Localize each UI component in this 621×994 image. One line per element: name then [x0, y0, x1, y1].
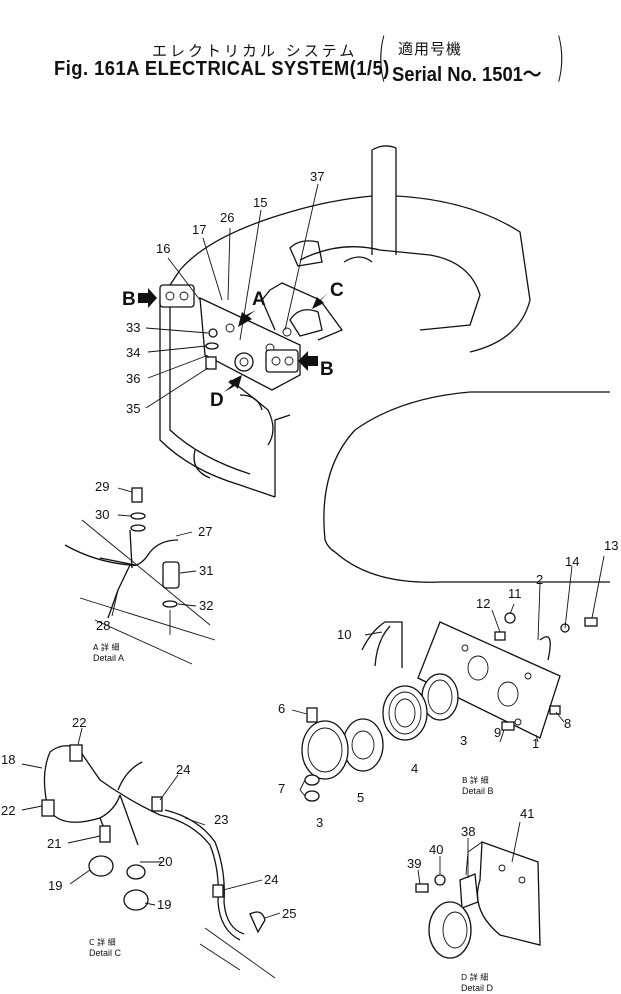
view-marker-b-right: B	[320, 359, 334, 380]
view-marker-a: A	[252, 289, 266, 310]
view-marker-c: C	[330, 280, 344, 301]
callout-22-top: 22	[72, 715, 86, 730]
callout-3-left: 3	[316, 815, 323, 830]
detail-d-label: Detail D	[461, 983, 494, 993]
callout-22-left: 22	[1, 803, 15, 818]
callout-25: 25	[282, 906, 296, 921]
detail-a-drawing	[64, 487, 216, 665]
detail-d-drawing	[415, 821, 541, 959]
view-marker-b-left: B	[122, 289, 136, 310]
callout-41: 41	[520, 806, 534, 821]
callout-20: 20	[158, 854, 172, 869]
callout-17: 17	[192, 222, 206, 237]
callout-36: 36	[126, 371, 140, 386]
callout-19-right: 19	[157, 897, 171, 912]
paren-open-glyph: (	[377, 28, 387, 88]
callout-11: 11	[508, 586, 522, 601]
detail-b-drawing	[291, 555, 605, 802]
callout-38: 38	[461, 824, 475, 839]
callout-37: 37	[310, 169, 324, 184]
callout-1: 1	[532, 736, 539, 751]
callout-16: 16	[156, 241, 170, 256]
machine-main-view	[138, 145, 610, 583]
detail-c-label-jp: C 詳 細	[89, 937, 116, 947]
detail-d-label-jp: D 詳 細	[461, 972, 488, 982]
serial-japanese: 適用号機	[398, 40, 463, 58]
callout-18: 18	[1, 752, 15, 767]
paren-close-glyph: )	[555, 28, 565, 88]
detail-c-drawing	[21, 727, 281, 979]
serial-number-range: Serial No. 1501～	[392, 64, 542, 86]
callout-14: 14	[565, 554, 579, 569]
detail-b-label-jp: B 詳 細	[462, 775, 489, 785]
callout-24-top: 24	[176, 762, 190, 777]
title-japanese: エレクトリカル システム	[152, 42, 358, 60]
callout-4: 4	[411, 761, 418, 776]
callout-24-bottom: 24	[264, 872, 278, 887]
callout-35: 35	[126, 401, 140, 416]
callout-6: 6	[278, 701, 285, 716]
callout-29: 29	[95, 479, 109, 494]
detail-c-label: Detail C	[89, 948, 122, 958]
callout-21: 21	[47, 836, 61, 851]
detail-b-label: Detail B	[462, 786, 494, 796]
callout-39: 39	[407, 856, 421, 871]
view-marker-d: D	[210, 390, 224, 411]
callout-31: 31	[199, 563, 213, 578]
figure-title: Fig. 161A ELECTRICAL SYSTEM(1/5)	[54, 58, 390, 80]
callout-7: 7	[278, 781, 285, 796]
callout-27: 27	[198, 524, 212, 539]
callout-28: 28	[96, 618, 110, 633]
callout-23: 23	[214, 812, 228, 827]
callout-19-left: 19	[48, 878, 62, 893]
callout-5: 5	[357, 790, 364, 805]
callout-30: 30	[95, 507, 109, 522]
callout-9: 9	[494, 725, 501, 740]
detail-a-label-jp: A 詳 細	[93, 642, 120, 652]
callout-10: 10	[337, 627, 351, 642]
callout-2: 2	[536, 572, 543, 587]
callout-12: 12	[476, 596, 490, 611]
callout-34: 34	[126, 345, 140, 360]
callout-3-right: 3	[460, 733, 467, 748]
callout-40: 40	[429, 842, 443, 857]
callout-13: 13	[604, 538, 618, 553]
callout-15: 15	[253, 195, 267, 210]
callout-8: 8	[564, 716, 571, 731]
callout-32: 32	[199, 598, 213, 613]
callout-33: 33	[126, 320, 140, 335]
callout-26: 26	[220, 210, 234, 225]
detail-a-label: Detail A	[93, 653, 124, 663]
